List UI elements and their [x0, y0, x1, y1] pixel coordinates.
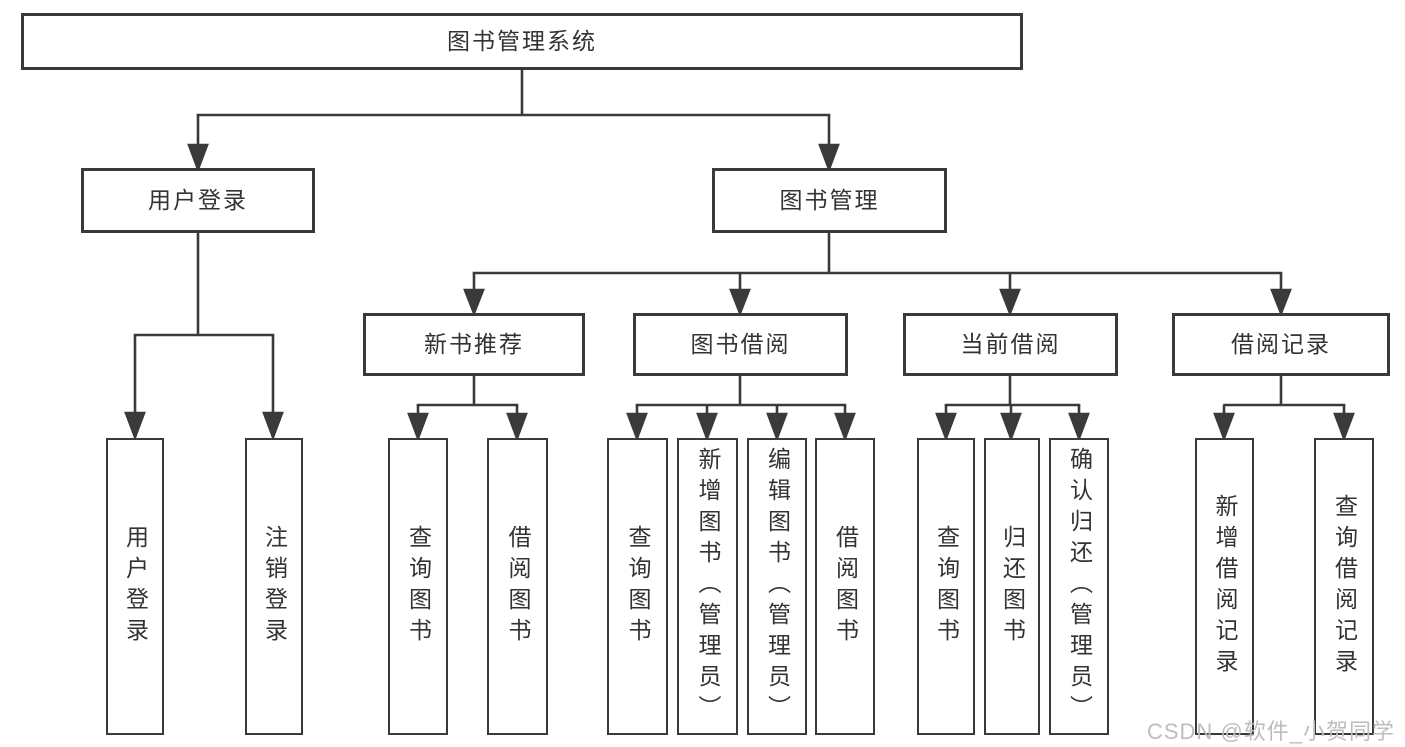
connector-new-book-split: [407, 376, 528, 442]
leaf-edit-book-admin: 编辑图书（管理员）: [747, 438, 807, 735]
leaf-add-borrow-record: 新增借阅记录: [1195, 438, 1254, 735]
leaf-newbook-borrow-books: 借阅图书: [487, 438, 548, 735]
leaf-newbook-query-books: 查询图书: [388, 438, 448, 735]
leaf-borrow-borrow-books: 借阅图书: [815, 438, 875, 735]
connector-book-management-split: [463, 233, 1292, 317]
connector-borrow-records-split: [1213, 376, 1355, 442]
connector-user-login-split: [124, 233, 284, 441]
node-book-management: 图书管理: [712, 168, 947, 233]
node-borrow-records: 借阅记录: [1172, 313, 1390, 376]
leaf-return-book: 归还图书: [984, 438, 1040, 735]
node-root: 图书管理系统: [21, 13, 1023, 70]
leaf-confirm-return-admin: 确认归还（管理员）: [1049, 438, 1109, 735]
leaf-current-query-books: 查询图书: [917, 438, 975, 735]
csdn-watermark: CSDN @软件_小贺同学: [1146, 719, 1395, 744]
connector-book-borrow-split: [626, 376, 856, 442]
connector-root-split: [187, 70, 840, 173]
connector-current-borrow-split: [935, 376, 1090, 442]
leaf-borrow-query-books: 查询图书: [607, 438, 668, 735]
leaf-user-login: 用户登录: [106, 438, 164, 735]
leaf-add-book-admin: 新增图书（管理员）: [677, 438, 738, 735]
node-current-borrow: 当前借阅: [903, 313, 1118, 376]
node-book-borrow: 图书借阅: [633, 313, 848, 376]
node-new-book-recommend: 新书推荐: [363, 313, 585, 376]
leaf-query-borrow-record: 查询借阅记录: [1314, 438, 1374, 735]
leaf-logout: 注销登录: [245, 438, 303, 735]
node-user-login: 用户登录: [81, 168, 315, 233]
